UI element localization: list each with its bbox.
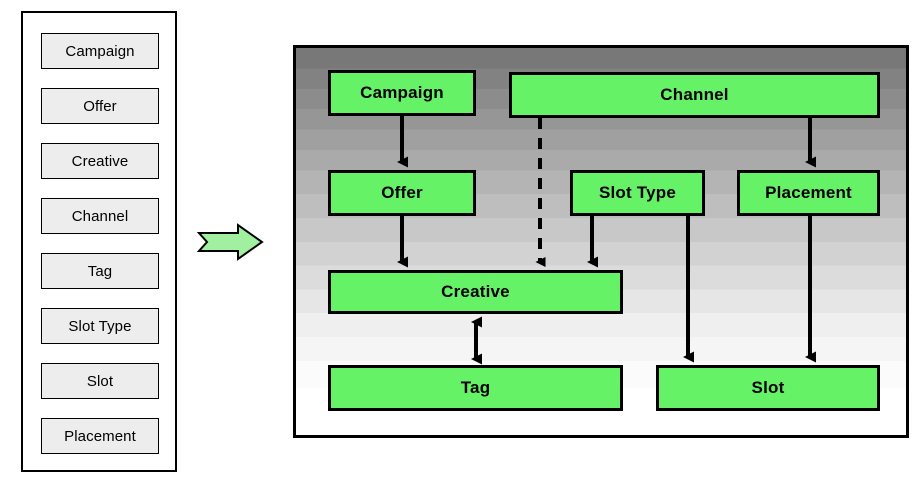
entity-chip-tag[interactable]: Tag [41,253,159,289]
entity-chip-slot-type[interactable]: Slot Type [41,308,159,344]
entity-chip-campaign[interactable]: Campaign [41,33,159,69]
node-offer[interactable]: Offer [328,170,476,216]
model-diagram-panel: Campaign Channel Offer Slot Type Placeme… [293,45,909,438]
connector-layer [397,116,816,365]
node-tag[interactable]: Tag [328,365,623,411]
entity-chip-slot[interactable]: Slot [41,363,159,399]
entity-chip-offer[interactable]: Offer [41,88,159,124]
entity-chip-channel[interactable]: Channel [41,198,159,234]
node-campaign[interactable]: Campaign [328,70,476,116]
node-slot-type[interactable]: Slot Type [570,170,705,216]
entity-chip-placement[interactable]: Placement [41,418,159,454]
node-slot[interactable]: Slot [656,365,880,411]
node-channel[interactable]: Channel [509,72,880,118]
right-arrow-icon [196,223,264,261]
node-placement[interactable]: Placement [737,170,880,216]
entity-list-panel: Campaign Offer Creative Channel Tag Slot… [21,11,177,472]
node-creative[interactable]: Creative [328,270,623,314]
entity-chip-creative[interactable]: Creative [41,143,159,179]
